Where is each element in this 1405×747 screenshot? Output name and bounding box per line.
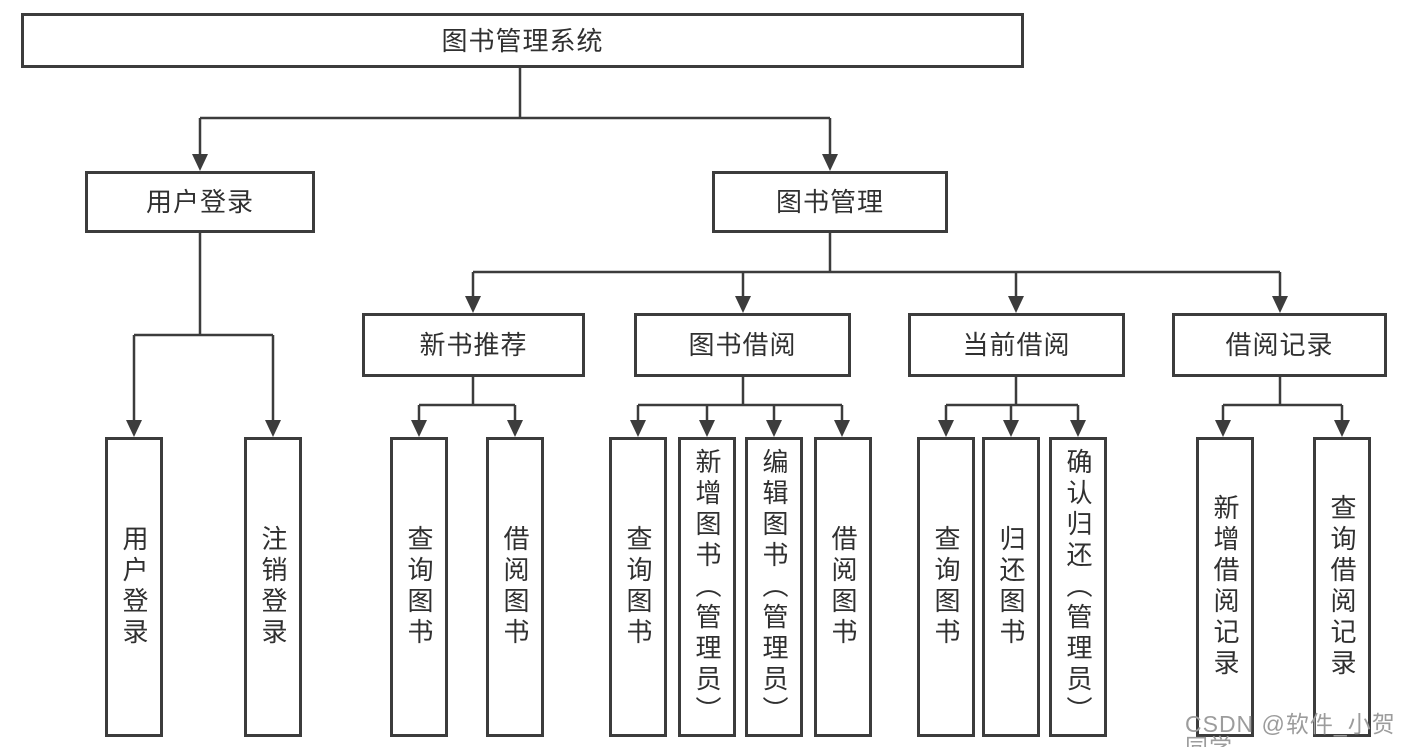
connector-root-to-level2 xyxy=(192,68,838,171)
arrowhead-icon xyxy=(192,154,208,171)
leaf-borrow-query-book: 查询图书 xyxy=(609,437,667,737)
arrowhead-icon xyxy=(126,420,142,437)
connector-book-management-to-level3 xyxy=(465,233,1288,313)
node-new-book-recommend: 新书推荐 xyxy=(362,313,585,377)
arrowhead-icon xyxy=(834,420,850,437)
leaf-borrow-add-book-admin: 新增图书（管理员） xyxy=(678,437,736,737)
connector-user-login-children xyxy=(126,233,281,437)
arrowhead-icon xyxy=(630,420,646,437)
arrowhead-icon xyxy=(507,420,523,437)
arrowhead-icon xyxy=(699,420,715,437)
node-user-login: 用户登录 xyxy=(85,171,315,233)
connector-new-book-children xyxy=(411,377,523,437)
arrowhead-icon xyxy=(411,420,427,437)
leaf-current-query-book: 查询图书 xyxy=(917,437,975,737)
arrowhead-icon xyxy=(735,296,751,313)
node-book-borrow: 图书借阅 xyxy=(634,313,851,377)
arrowhead-icon xyxy=(1334,420,1350,437)
leaf-current-return-book: 归还图书 xyxy=(982,437,1040,737)
node-book-management: 图书管理 xyxy=(712,171,948,233)
arrowhead-icon xyxy=(265,420,281,437)
arrowhead-icon xyxy=(1272,296,1288,313)
arrowhead-icon xyxy=(1215,420,1231,437)
leaf-user-login: 用户登录 xyxy=(105,437,163,737)
leaf-newbook-borrow-book: 借阅图书 xyxy=(486,437,544,737)
leaf-borrow-borrow-book: 借阅图书 xyxy=(814,437,872,737)
node-borrow-records: 借阅记录 xyxy=(1172,313,1387,377)
arrowhead-icon xyxy=(766,420,782,437)
arrowhead-icon xyxy=(1070,420,1086,437)
csdn-watermark: CSDN @软件_小贺同学 xyxy=(1185,711,1396,747)
leaf-records-query-record: 查询借阅记录 xyxy=(1313,437,1371,737)
node-root-library-system: 图书管理系统 xyxy=(21,13,1024,68)
arrowhead-icon xyxy=(822,154,838,171)
leaf-logout: 注销登录 xyxy=(244,437,302,737)
arrowhead-icon xyxy=(465,296,481,313)
connector-borrow-records-children xyxy=(1215,377,1350,437)
leaf-newbook-query-book: 查询图书 xyxy=(390,437,448,737)
arrowhead-icon xyxy=(938,420,954,437)
leaf-current-confirm-return-admin: 确认归还（管理员） xyxy=(1049,437,1107,737)
leaf-borrow-edit-book-admin: 编辑图书（管理员） xyxy=(745,437,803,737)
leaf-records-add-record: 新增借阅记录 xyxy=(1196,437,1254,737)
arrowhead-icon xyxy=(1003,420,1019,437)
node-current-borrow: 当前借阅 xyxy=(908,313,1125,377)
connector-book-borrow-children xyxy=(630,377,850,437)
connector-current-borrow-children xyxy=(938,377,1086,437)
arrowhead-icon xyxy=(1008,296,1024,313)
